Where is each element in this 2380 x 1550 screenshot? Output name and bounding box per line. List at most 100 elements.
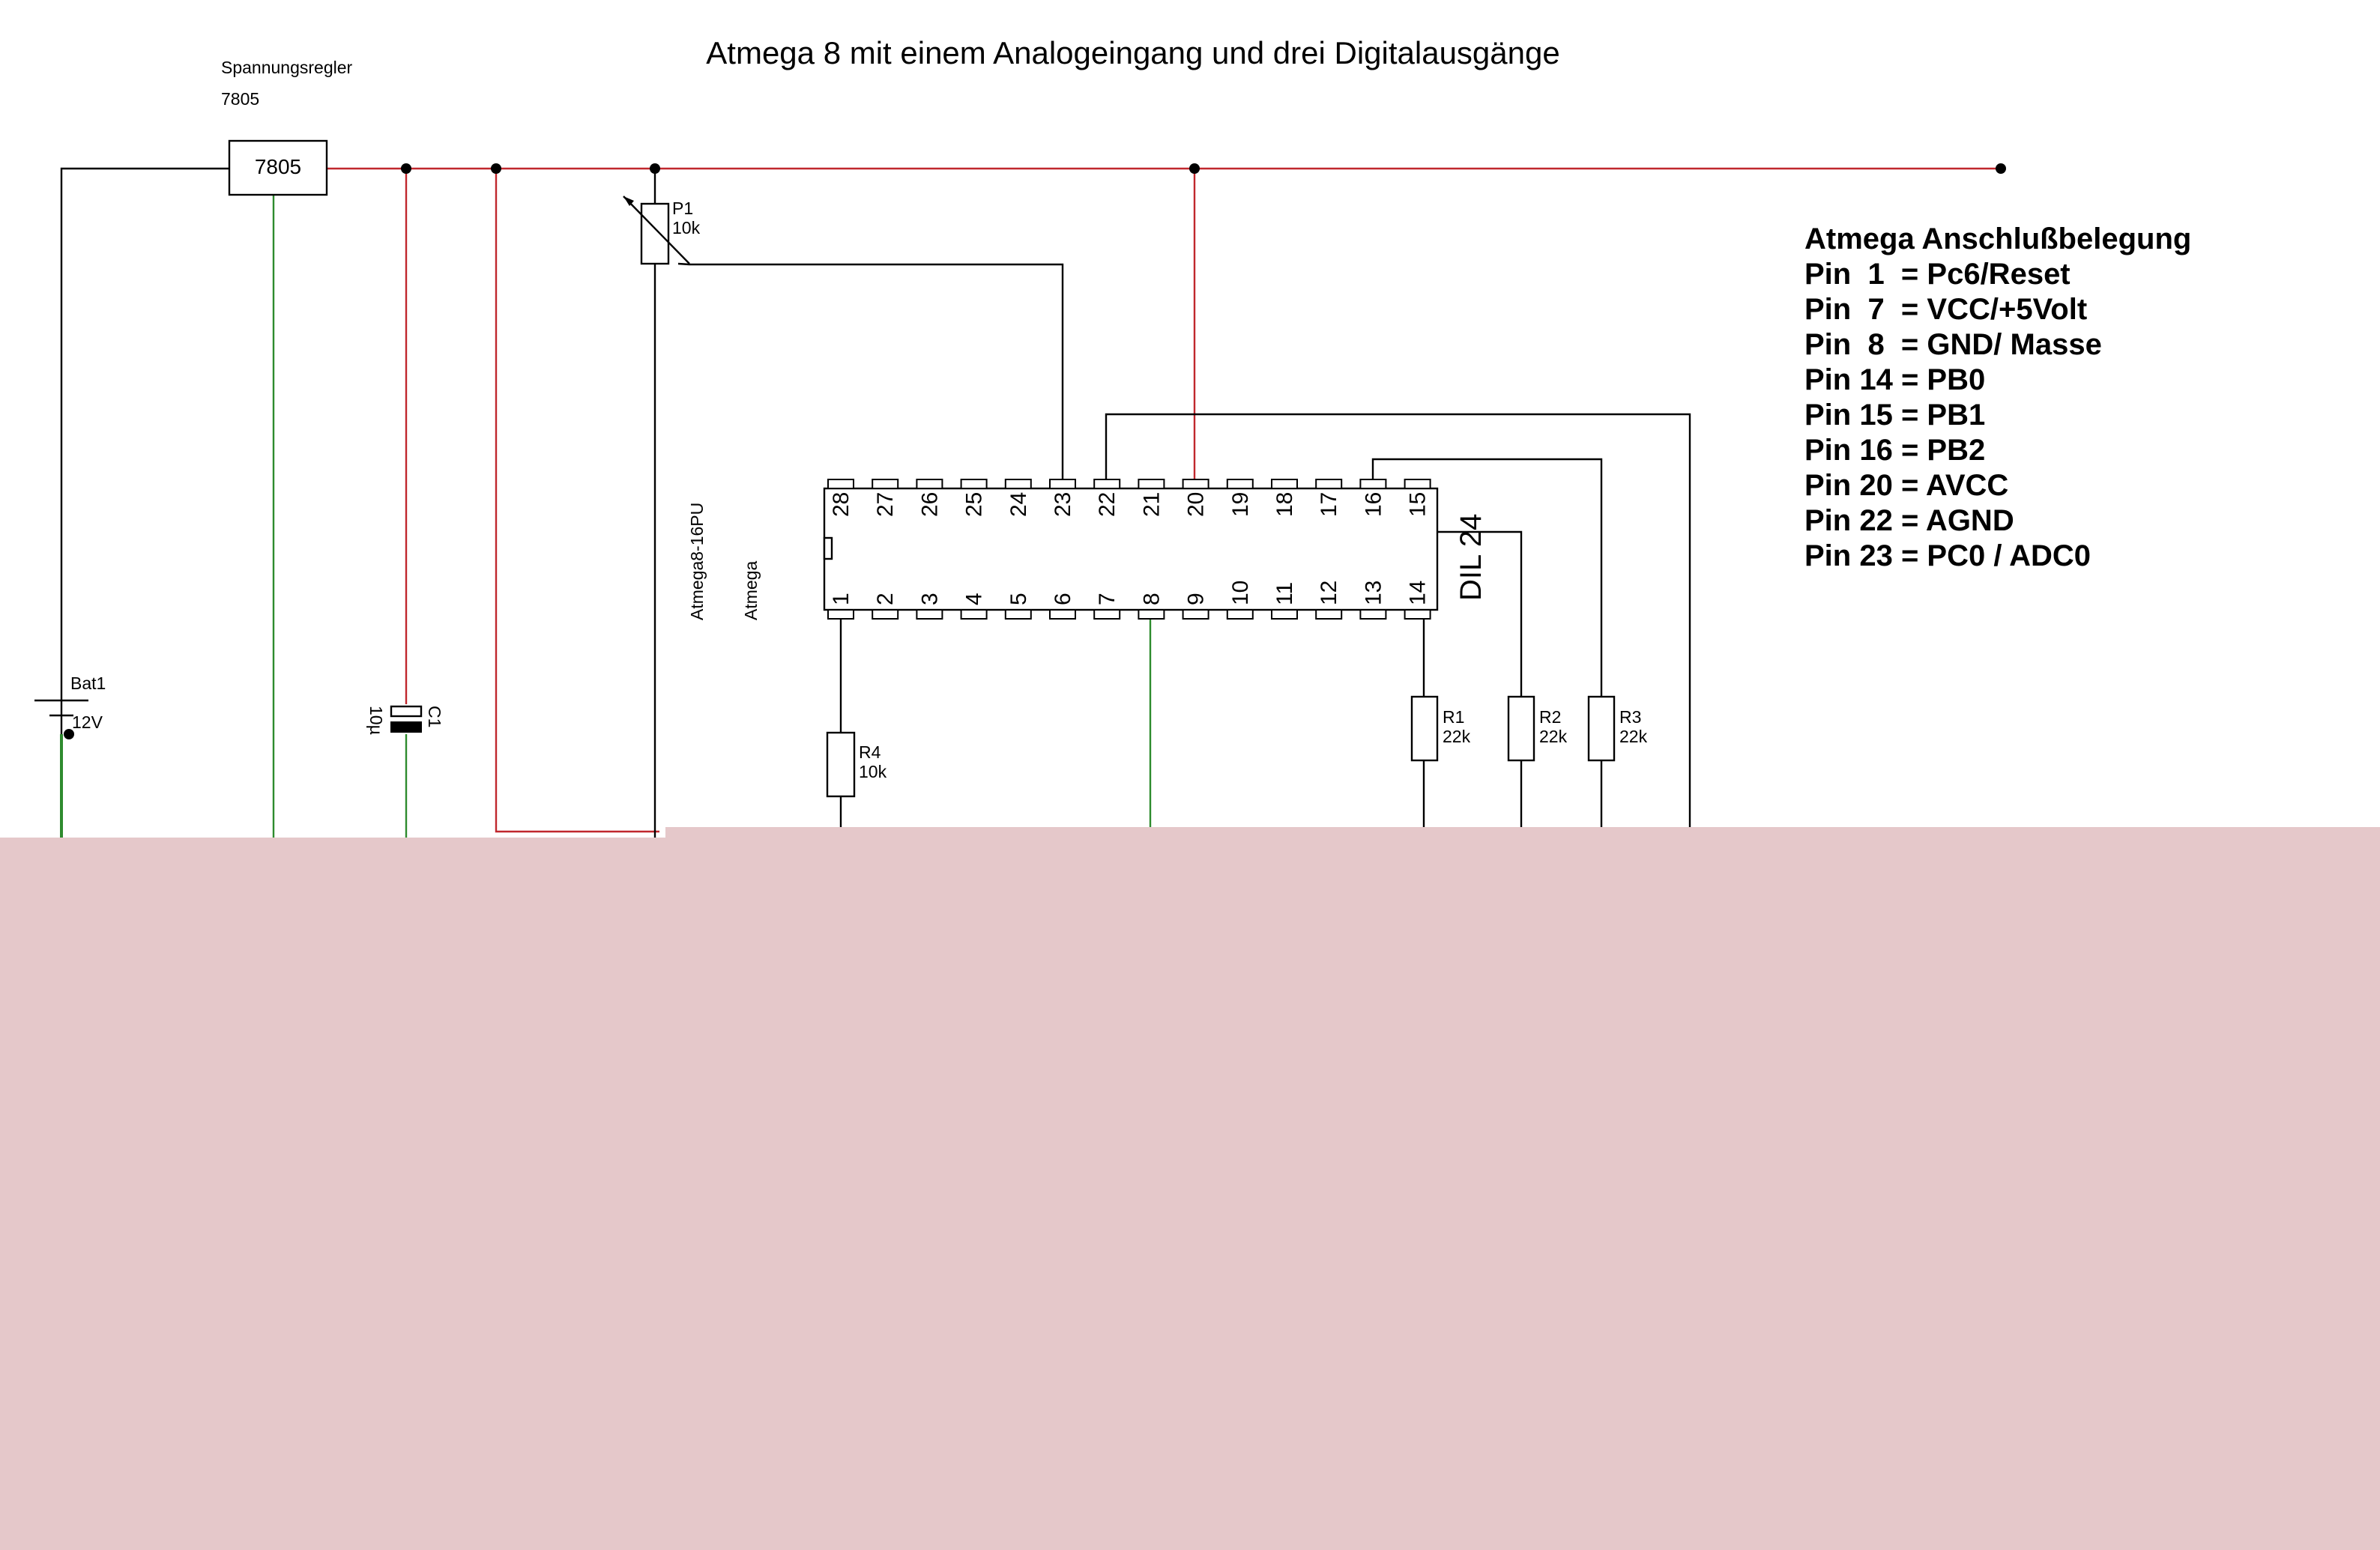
ic-pin-number-bottom: 1 bbox=[829, 593, 854, 605]
ic-pin-pad-bottom bbox=[1226, 609, 1254, 620]
resistor-r3: R3 22k bbox=[1587, 695, 1648, 762]
pinout-line: Pin 20 = AVCC bbox=[1804, 469, 2008, 502]
ic-pin-pad-top bbox=[827, 479, 854, 489]
ic-pin-pad-bottom bbox=[1093, 609, 1121, 620]
ic-pin-number-top: 17 bbox=[1317, 492, 1341, 517]
ic-pin-pad-bottom bbox=[960, 609, 988, 620]
junction-dot bbox=[401, 163, 411, 174]
ic-pin-pad-top bbox=[872, 479, 899, 489]
ic-pin-pad-top bbox=[1226, 479, 1254, 489]
ic-pin-number-bottom: 2 bbox=[873, 593, 898, 605]
ic-pin-number-bottom: 6 bbox=[1051, 593, 1075, 605]
ic-pin-pad-bottom bbox=[827, 609, 854, 620]
ic-pin-pad-bottom bbox=[1138, 609, 1165, 620]
ic-package-label: DIL 24 bbox=[1455, 514, 1488, 601]
diagram-title: Atmega 8 mit einem Analogeingang und dre… bbox=[706, 35, 1559, 70]
regulator-type: 7805 bbox=[221, 89, 259, 109]
junction-dot bbox=[491, 163, 501, 174]
ic-pin-pad-bottom bbox=[916, 609, 943, 620]
pinout-line: Pin 14 = PB0 bbox=[1804, 363, 1985, 396]
ic-pin-number-bottom: 5 bbox=[1006, 593, 1031, 605]
ic-pin-number-top: 21 bbox=[1139, 492, 1164, 517]
junction-dot bbox=[650, 163, 660, 174]
ic-pin-number-top: 23 bbox=[1051, 492, 1075, 517]
ic-pin-pad-top bbox=[1049, 479, 1076, 489]
pinout-line: Pin 16 = PB2 bbox=[1804, 434, 1985, 467]
resistor-value: 22k bbox=[1539, 727, 1568, 746]
ic-pin-number-top: 26 bbox=[917, 492, 942, 517]
ic-pin-pad-top bbox=[1138, 479, 1165, 489]
ic-pin-pad-top bbox=[960, 479, 988, 489]
resistor-name: R3 bbox=[1619, 707, 1641, 727]
ic-pin-pad-top bbox=[1315, 479, 1343, 489]
pinout-line: Pin 7 = VCC/+5Volt bbox=[1804, 293, 2087, 326]
battery-value: 12V bbox=[72, 712, 103, 732]
ic-pin-number-bottom: 10 bbox=[1228, 581, 1253, 605]
pinout-line: Pin 22 = AGND bbox=[1804, 504, 2014, 537]
ic-pin-number-top: 15 bbox=[1406, 492, 1431, 517]
junction-dot bbox=[64, 729, 74, 739]
capacitor-c1: C1 10µ bbox=[366, 705, 444, 735]
ic-pin-pad-bottom bbox=[1359, 609, 1387, 620]
regulator-caption: Spannungsregler bbox=[221, 58, 353, 77]
pinout-line: Pin 23 = PC0 / ADC0 bbox=[1804, 539, 2091, 572]
ic-pin-number-bottom: 11 bbox=[1272, 582, 1297, 605]
potentiometer-value: 10k bbox=[672, 218, 701, 237]
ic-pin-number-top: 28 bbox=[829, 492, 854, 517]
ic-pin-number-bottom: 9 bbox=[1184, 593, 1209, 605]
resistor-name: R4 bbox=[859, 742, 881, 762]
ic-pin-number-top: 20 bbox=[1184, 492, 1209, 517]
ic-pin-number-top: 22 bbox=[1095, 492, 1120, 517]
ic-pin-number-bottom: 12 bbox=[1317, 581, 1341, 605]
resistor-value: 22k bbox=[1443, 727, 1471, 746]
resistor-value: 10k bbox=[859, 762, 887, 781]
capacitor-value: 10µ bbox=[366, 706, 386, 735]
resistor-r4: R4 10k bbox=[826, 731, 887, 798]
resistor-r1: R1 22k bbox=[1410, 695, 1471, 762]
ic-pin-number-top: 25 bbox=[962, 492, 987, 517]
junction-dot bbox=[1996, 163, 2006, 174]
resistor-name: R1 bbox=[1443, 707, 1464, 727]
wire-battery-to-regulator bbox=[60, 167, 229, 838]
battery-name: Bat1 bbox=[70, 673, 106, 693]
wire-rail-to-bottom bbox=[495, 169, 659, 833]
pinout-legend: Atmega Anschlußbelegung Pin 1 = Pc6/Rese… bbox=[1804, 222, 2191, 572]
ic-pin-number-bottom: 3 bbox=[917, 593, 942, 605]
resistor-value: 22k bbox=[1619, 727, 1648, 746]
potentiometer-name: P1 bbox=[672, 199, 693, 218]
ic-pin-number-bottom: 14 bbox=[1406, 581, 1431, 605]
ic-pin-pad-top bbox=[1093, 479, 1121, 489]
ic-part-number: Atmega8-16PU bbox=[687, 503, 707, 620]
wire-p1-wiper-to-pin23 bbox=[677, 262, 1064, 479]
ic-pin-number-top: 16 bbox=[1361, 492, 1386, 517]
ic-pin-number-bottom: 7 bbox=[1095, 593, 1120, 605]
pinout-line: Pin 15 = PB1 bbox=[1804, 399, 1985, 432]
ic-pin-number-bottom: 4 bbox=[962, 593, 987, 605]
potentiometer-p1: P1 10k bbox=[623, 196, 701, 265]
ic-pin-number-bottom: 13 bbox=[1361, 581, 1386, 605]
ic-pin-pad-bottom bbox=[1404, 609, 1431, 620]
pinout-line: Pin 1 = Pc6/Reset bbox=[1804, 258, 2071, 291]
ic-pin-pad-top bbox=[1271, 479, 1298, 489]
ic-pin-pad-bottom bbox=[872, 609, 899, 620]
pinout-line: Pin 8 = GND/ Masse bbox=[1804, 328, 2102, 361]
ic-pin-pad-top bbox=[1404, 479, 1431, 489]
ic-pin-pad-bottom bbox=[1271, 609, 1298, 620]
wire-pin16-to-r3 bbox=[1371, 458, 1603, 697]
resistor-name: R2 bbox=[1539, 707, 1561, 727]
resistor-r2: R2 22k bbox=[1507, 695, 1568, 762]
ic-pin-pad-bottom bbox=[1315, 609, 1343, 620]
ic-pin-number-top: 18 bbox=[1272, 492, 1297, 517]
battery-bat1: Bat1 12V bbox=[34, 673, 106, 732]
mask-overlay bbox=[0, 827, 2380, 1550]
junction-dot bbox=[1189, 163, 1200, 174]
ic-atmega8: DIL 24 bbox=[823, 487, 1488, 611]
capacitor-name: C1 bbox=[425, 706, 444, 727]
ic-pin-number-top: 27 bbox=[873, 492, 898, 517]
ic-pin-pad-bottom bbox=[1182, 609, 1209, 620]
pinout-heading: Atmega Anschlußbelegung bbox=[1804, 222, 2191, 255]
ic-notch bbox=[823, 536, 833, 560]
ic-pin-pad-bottom bbox=[1049, 609, 1076, 620]
